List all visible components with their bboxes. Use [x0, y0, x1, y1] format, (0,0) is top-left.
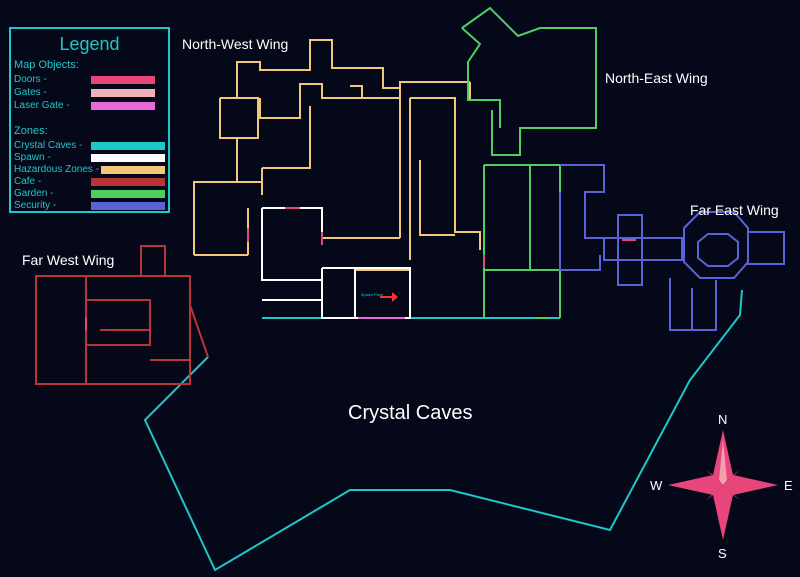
legend-hazardous-zones-label: Hazardous Zones -	[14, 164, 100, 175]
legend-title: Legend	[59, 34, 120, 54]
north-east-wing-zone	[461, 6, 597, 319]
legend-doors-swatch	[91, 76, 155, 84]
legend-garden-swatch	[91, 190, 165, 198]
spawn-point-label: Spawn Point	[360, 292, 384, 297]
legend-hazardous-zones-swatch	[101, 166, 165, 174]
spawn-zone	[261, 207, 411, 319]
north-west-wing-label: North-West Wing	[182, 36, 289, 52]
compass-south-label: S	[718, 546, 727, 561]
legend-crystal-caves-label: Crystal Caves -	[14, 140, 83, 151]
legend-gates-label: Gates -	[14, 87, 47, 98]
far-west-wing-label: Far West Wing	[22, 252, 115, 268]
doors	[85, 207, 636, 330]
legend-doors-label: Doors -	[14, 74, 47, 85]
zones-heading: Zones:	[14, 125, 48, 137]
compass	[668, 430, 778, 540]
legend-crystal-caves-swatch	[91, 142, 165, 150]
compass-west-label: W	[650, 478, 663, 493]
map-objects-heading: Map Objects:	[14, 59, 79, 71]
legend-spawn-label: Spawn -	[14, 152, 51, 163]
crystal-caves-label: Crystal Caves	[348, 402, 473, 424]
legend: Legend Map Objects: Doors - Gates - Lase…	[9, 27, 170, 213]
crystal-caves-zone	[143, 289, 743, 572]
legend-laser-gate-label: Laser Gate -	[14, 100, 70, 111]
legend-gates-swatch	[91, 89, 155, 97]
legend-security-swatch	[91, 202, 165, 210]
legend-cafe-swatch	[91, 178, 165, 186]
spawn-arrow-icon	[380, 292, 398, 302]
north-west-wing-zone	[193, 39, 481, 271]
legend-security-label: Security -	[14, 200, 57, 211]
far-east-wing-label: Far East Wing	[690, 202, 779, 218]
legend-garden-label: Garden -	[14, 188, 54, 199]
legend-laser-gate-swatch	[91, 102, 155, 110]
north-east-wing-label: North-East Wing	[605, 70, 708, 86]
legend-spawn-swatch	[91, 154, 165, 162]
compass-east-label: E	[784, 478, 793, 493]
far-east-wing-zone	[559, 164, 785, 331]
legend-cafe-label: Cafe -	[14, 176, 42, 187]
compass-north-label: N	[718, 412, 728, 427]
